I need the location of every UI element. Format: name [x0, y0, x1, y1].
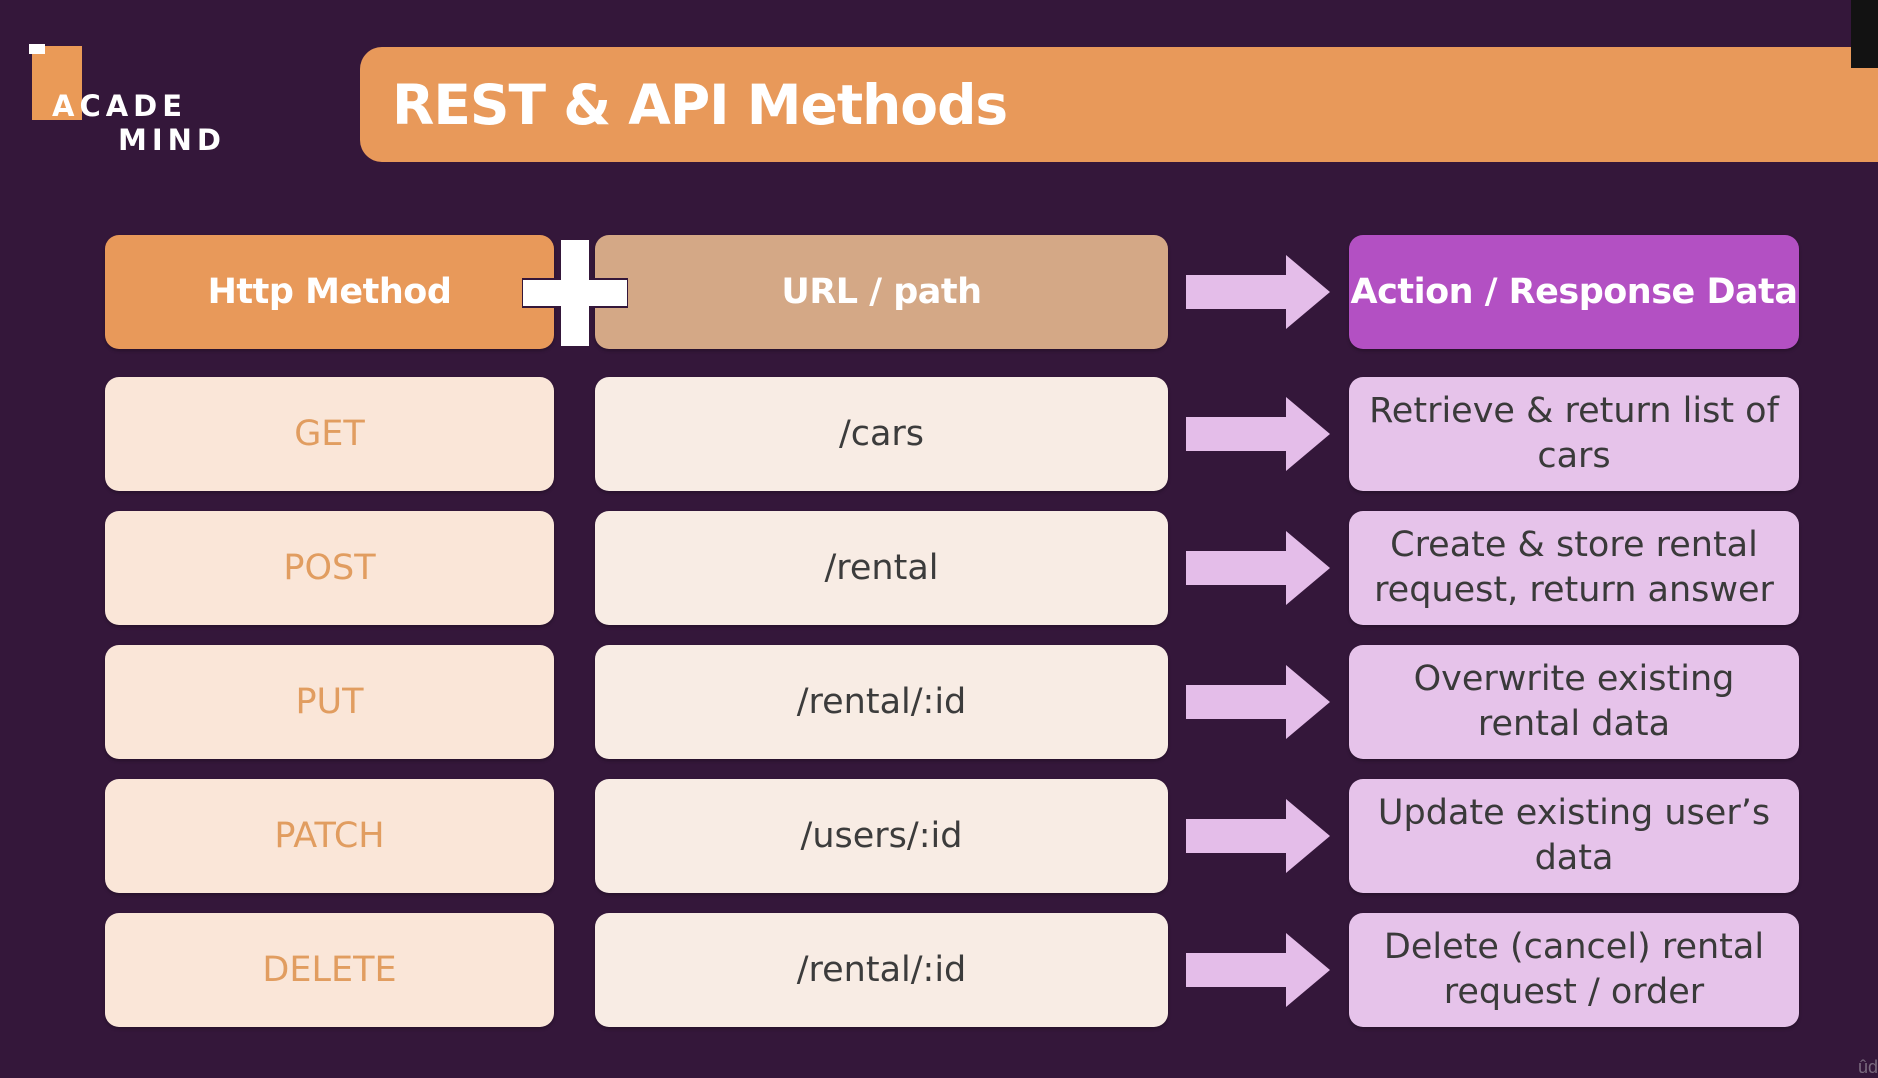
logo-mark	[29, 44, 82, 120]
header-action-response: Action / Response Data	[1349, 235, 1799, 349]
method-cell-delete: DELETE	[105, 913, 554, 1027]
page-title: REST & API Methods	[392, 72, 1008, 137]
method-cell-put: PUT	[105, 645, 554, 759]
action-label: Update existing user’s data	[1377, 793, 1771, 878]
action-label: Retrieve & return list of cars	[1369, 391, 1779, 476]
url-label: /rental/:id	[796, 949, 967, 990]
right-arrow-icon	[1186, 799, 1330, 873]
right-arrow-icon	[1186, 255, 1330, 329]
action-cell: Create & store rental request, return an…	[1349, 511, 1799, 625]
method-label: DELETE	[262, 949, 397, 990]
right-arrow-icon	[1186, 665, 1330, 739]
url-label: /cars	[838, 413, 925, 454]
action-label: Delete (cancel) rental request / order	[1383, 927, 1765, 1012]
corner-block	[1851, 0, 1878, 68]
method-label: POST	[283, 547, 376, 588]
method-label: PUT	[295, 681, 364, 722]
action-label: Create & store rental request, return an…	[1374, 525, 1774, 610]
action-cell: Retrieve & return list of cars	[1349, 377, 1799, 491]
action-cell: Update existing user’s data	[1349, 779, 1799, 893]
logo-text-line1: ACADE	[52, 89, 188, 123]
header-url-path: URL / path	[595, 235, 1168, 349]
watermark: ûd	[1857, 1057, 1878, 1077]
plus-icon	[522, 240, 628, 346]
logo-text-line2: MIND	[118, 123, 226, 157]
method-cell-post: POST	[105, 511, 554, 625]
right-arrow-icon	[1186, 397, 1330, 471]
method-cell-get: GET	[105, 377, 554, 491]
url-cell: /rental/:id	[595, 913, 1168, 1027]
url-label: /users/:id	[800, 815, 963, 856]
method-label: PATCH	[274, 815, 385, 856]
header-url-path-label: URL / path	[781, 272, 982, 312]
method-cell-patch: PATCH	[105, 779, 554, 893]
title-banner: REST & API Methods	[360, 47, 1878, 162]
right-arrow-icon	[1186, 933, 1330, 1007]
url-cell: /rental	[595, 511, 1168, 625]
header-action-response-label: Action / Response Data	[1350, 272, 1799, 312]
action-label: Overwrite existing rental data	[1413, 659, 1735, 744]
url-label: /rental	[824, 547, 939, 588]
url-label: /rental/:id	[796, 681, 967, 722]
url-cell: /rental/:id	[595, 645, 1168, 759]
header-http-method: Http Method	[105, 235, 554, 349]
header-http-method-label: Http Method	[207, 272, 452, 312]
url-cell: /cars	[595, 377, 1168, 491]
action-cell: Delete (cancel) rental request / order	[1349, 913, 1799, 1027]
url-cell: /users/:id	[595, 779, 1168, 893]
method-label: GET	[294, 413, 365, 454]
action-cell: Overwrite existing rental data	[1349, 645, 1799, 759]
right-arrow-icon	[1186, 531, 1330, 605]
